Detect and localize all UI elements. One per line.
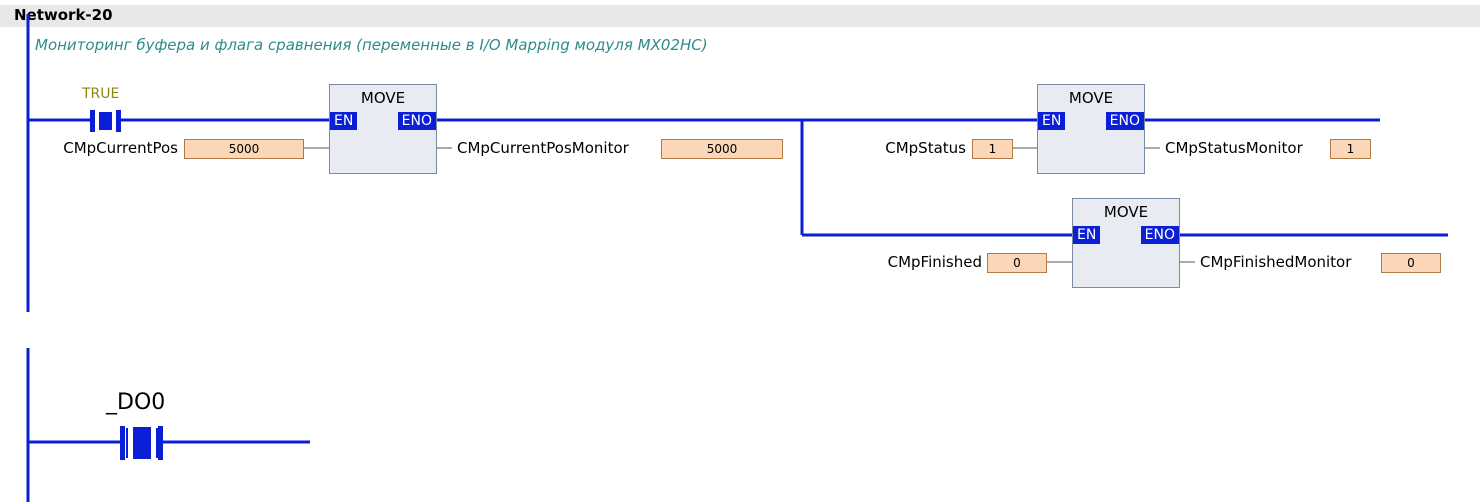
network-comment[interactable]: Мониторинг буфера и флага сравнения (пер… xyxy=(35,36,708,54)
block3-input-monitor-value[interactable]: 0 xyxy=(987,253,1047,273)
network-header-bar xyxy=(0,5,1480,27)
block1-output-variable[interactable]: CMpCurrentPosMonitor xyxy=(457,139,629,157)
block1-output-monitor-value[interactable]: 5000 xyxy=(661,139,783,159)
do0-contact-right-inner xyxy=(156,428,158,458)
move-block-3-title: MOVE xyxy=(1103,203,1149,221)
true-contact-left-bar xyxy=(90,110,95,132)
do0-contact-fill xyxy=(133,427,151,459)
block1-input-monitor-value[interactable]: 5000 xyxy=(184,139,304,159)
true-contact-fill xyxy=(99,112,112,130)
block3-output-monitor-value[interactable]: 0 xyxy=(1381,253,1441,273)
block1-input-variable[interactable]: CMpCurrentPos xyxy=(63,139,178,157)
true-contact-right-bar xyxy=(116,110,121,132)
do0-contact-right-bar xyxy=(158,426,163,460)
block3-input-variable[interactable]: CMpFinished xyxy=(887,253,982,271)
move-block-2-title: MOVE xyxy=(1068,89,1114,107)
do0-contact-label[interactable]: _DO0 xyxy=(106,390,166,415)
block2-output-monitor-value[interactable]: 1 xyxy=(1330,139,1371,159)
move-block-1[interactable]: MOVE EN ENO xyxy=(329,84,437,174)
move-block-3-en-pin[interactable]: EN xyxy=(1073,226,1101,244)
do0-contact-left-bar xyxy=(120,426,125,460)
move-block-1-eno-pin[interactable]: ENO xyxy=(397,112,436,130)
move-block-2-eno-pin[interactable]: ENO xyxy=(1105,112,1144,130)
move-block-2[interactable]: MOVE EN ENO xyxy=(1037,84,1145,174)
move-block-1-title: MOVE xyxy=(360,89,406,107)
network-title[interactable]: Network-20 xyxy=(14,6,113,24)
move-block-1-en-pin[interactable]: EN xyxy=(330,112,358,130)
block2-input-variable[interactable]: CMpStatus xyxy=(885,139,966,157)
block2-output-variable[interactable]: CMpStatusMonitor xyxy=(1165,139,1303,157)
move-block-2-en-pin[interactable]: EN xyxy=(1038,112,1066,130)
move-block-3[interactable]: MOVE EN ENO xyxy=(1072,198,1180,288)
block3-output-variable[interactable]: CMpFinishedMonitor xyxy=(1200,253,1352,271)
true-contact-label[interactable]: TRUE xyxy=(82,86,120,102)
do0-contact-left-inner xyxy=(126,428,128,458)
block2-input-monitor-value[interactable]: 1 xyxy=(972,139,1013,159)
move-block-3-eno-pin[interactable]: ENO xyxy=(1140,226,1179,244)
